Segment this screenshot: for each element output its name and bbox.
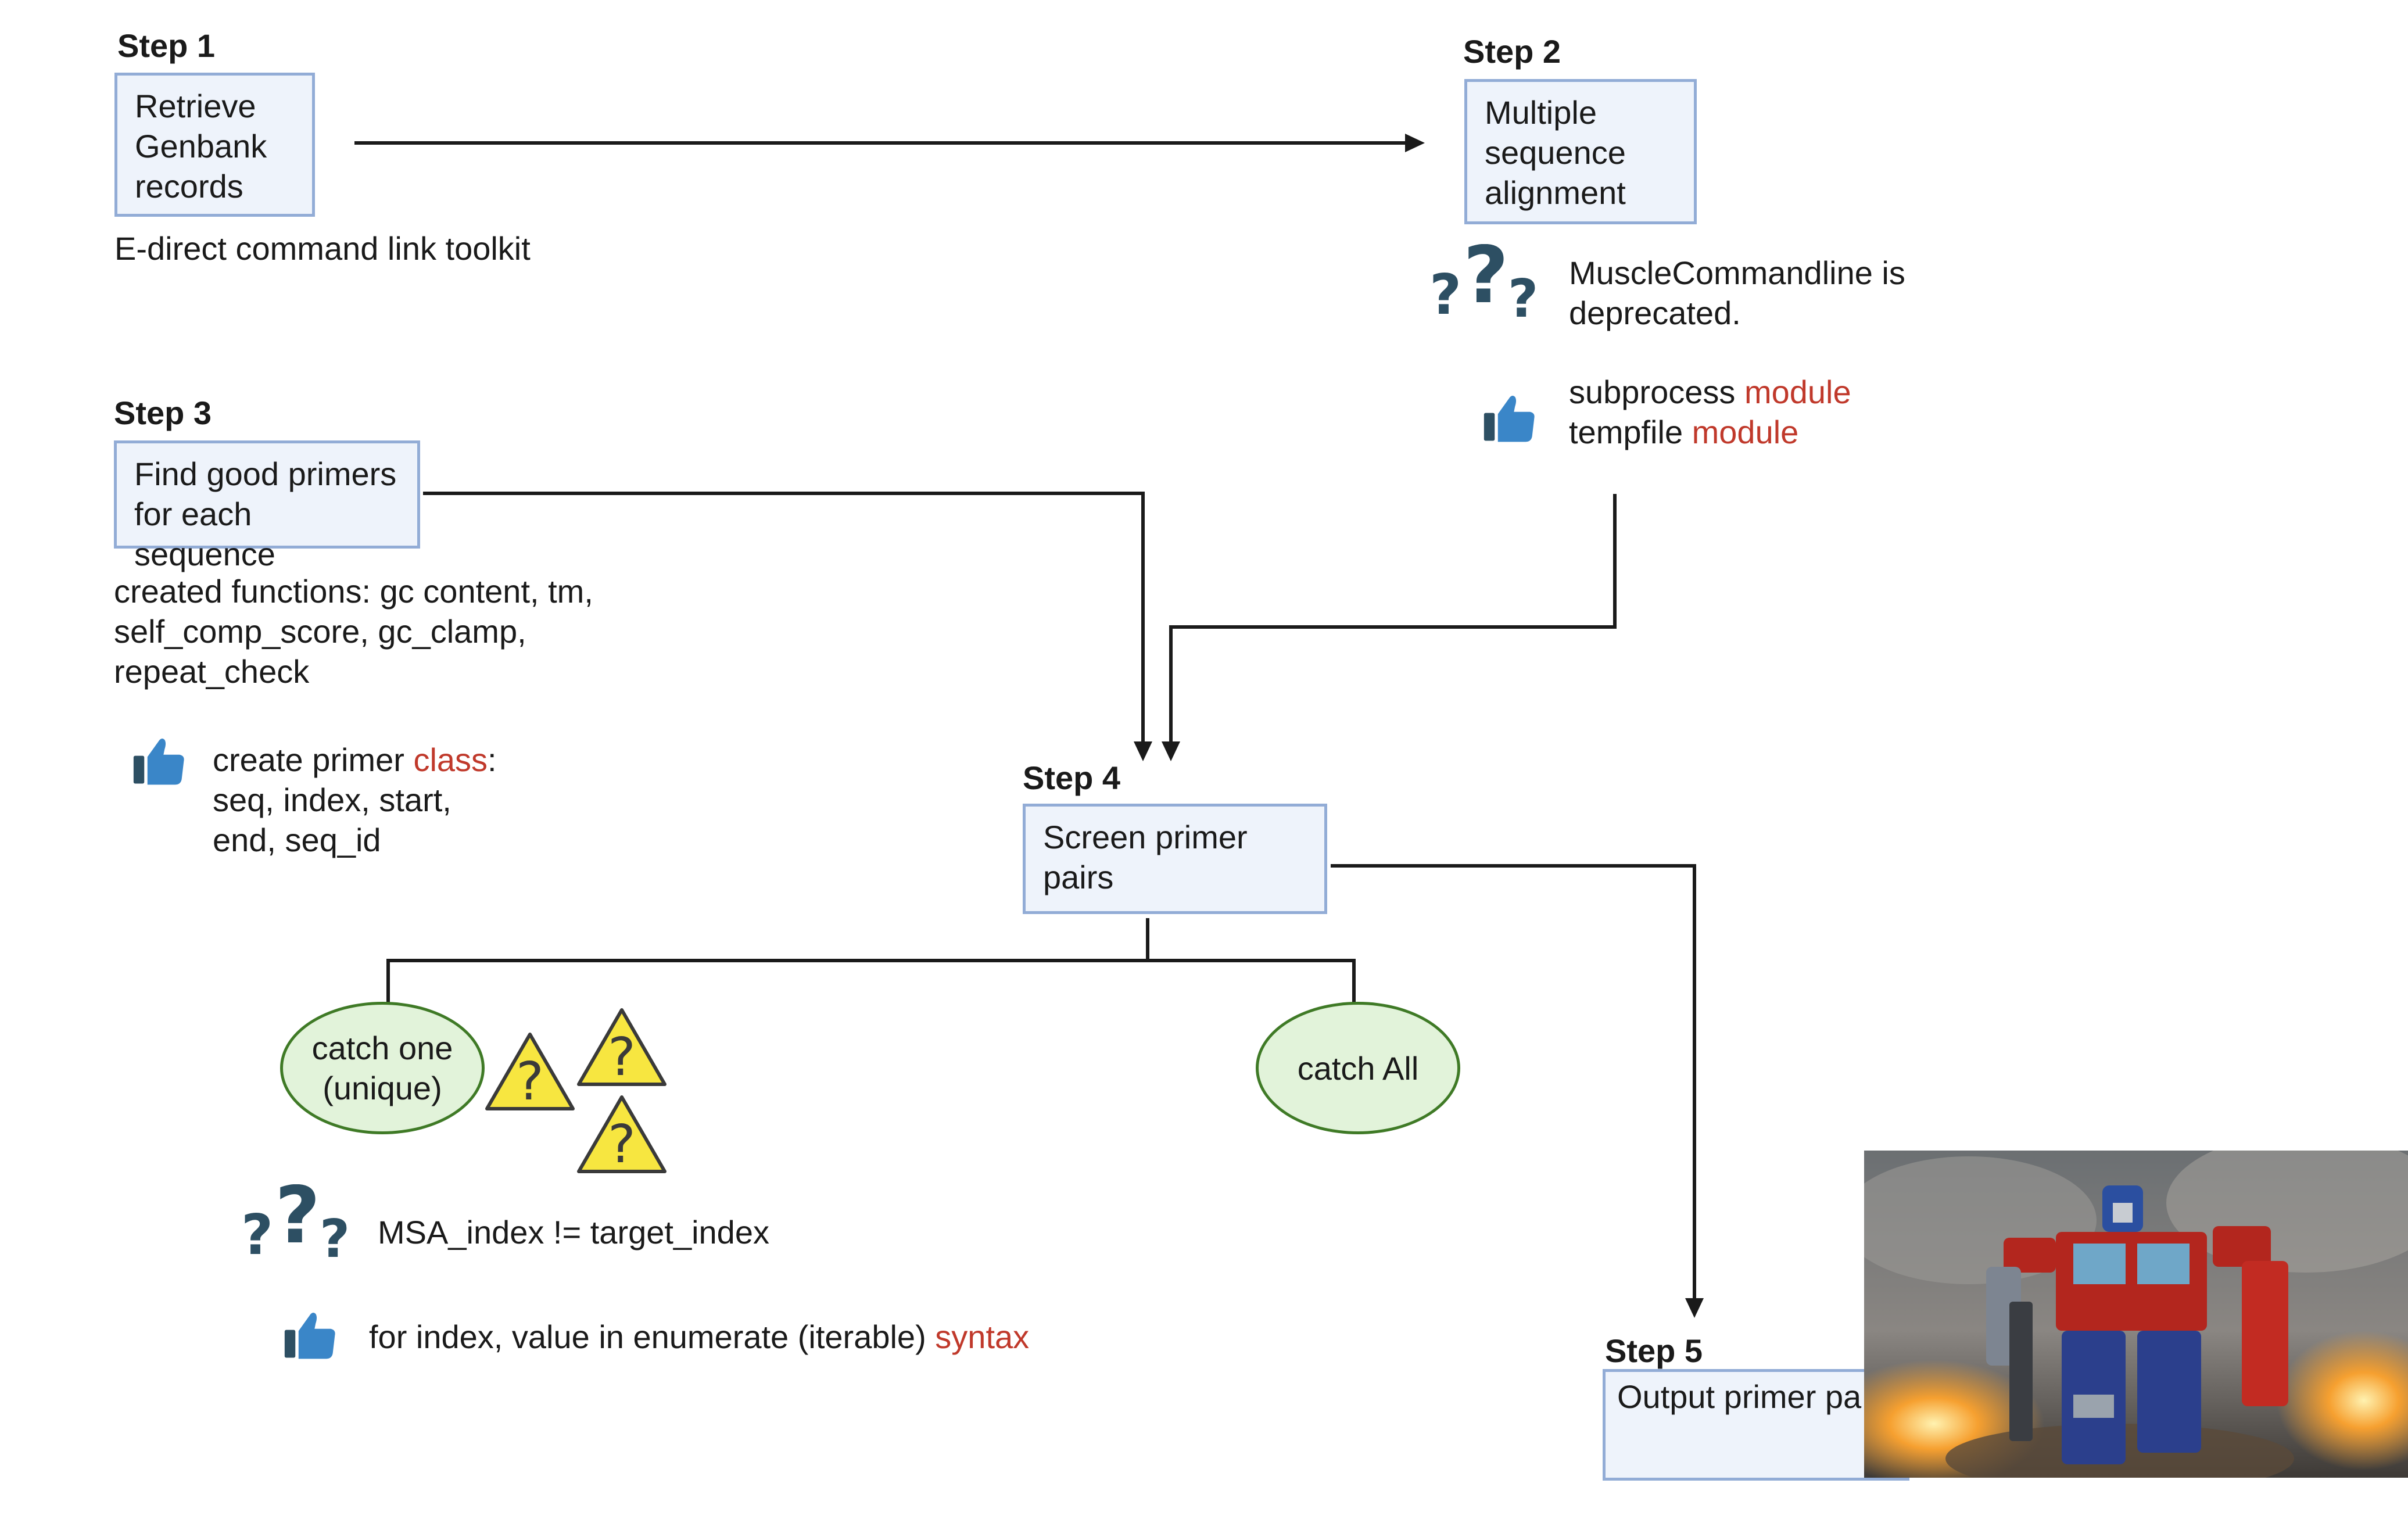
step3-box-line: Find good primers: [134, 456, 397, 492]
arrow-step2-step4: [1168, 494, 1617, 756]
step2-box-line: alignment: [1485, 174, 1626, 211]
enumerate-tip-text: for index, value in enumerate (iterable)…: [369, 1317, 1029, 1357]
arrow-step3-step4: [423, 492, 1146, 756]
step2-question-line: deprecated.: [1569, 295, 1741, 331]
arrowhead-step2: [1405, 134, 1425, 152]
svg-text:?: ?: [608, 1114, 636, 1175]
svg-text:?: ?: [516, 1051, 544, 1112]
step3-note-line: created functions: gc content, tm,: [114, 573, 593, 610]
arrowhead-step4-left: [1134, 741, 1152, 761]
step5-label: Step 5: [1605, 1332, 1703, 1369]
svg-text:?: ?: [1508, 268, 1538, 325]
step3-label: Step 3: [114, 395, 212, 431]
branch-to-catch-one: [386, 918, 1149, 1005]
arrowhead-step5: [1685, 1298, 1704, 1318]
step2-box-line: sequence: [1485, 134, 1626, 171]
tip-text: create primer: [213, 741, 414, 778]
step3-tip-text: create primer class: seq, index, start, …: [213, 740, 497, 860]
step3-note-line: self_comp_score, gc_clamp,: [114, 613, 526, 650]
catch-one-line: catch one: [311, 1030, 453, 1066]
step4-box-line: pairs: [1043, 859, 1114, 895]
step2-tip-text: subprocess module tempfile module: [1569, 372, 1851, 452]
branch-to-catch-all: [1148, 959, 1356, 1005]
step2-box[interactable]: Multiple sequence alignment: [1464, 79, 1697, 224]
step5-box[interactable]: Output primer pa: [1603, 1369, 1909, 1481]
step2-question-text: MuscleCommandline is deprecated.: [1569, 253, 1905, 333]
arrowheads: [1134, 134, 1704, 1318]
step1-box-line: records: [135, 168, 243, 205]
arrowhead-step4-right: [1162, 741, 1180, 761]
tip-text: for index, value in enumerate (iterable): [369, 1318, 936, 1355]
tip-highlight: class: [413, 741, 488, 778]
step4-box-line: Screen primer: [1043, 819, 1248, 855]
step2-tip-line1: subprocess module: [1569, 372, 1851, 412]
step1-label: Step 1: [117, 27, 216, 64]
thumbs-up-icon: [284, 1312, 335, 1359]
catch-one-oval[interactable]: catch one (unique): [280, 1002, 485, 1134]
question-marks-icon: ? ? ?: [241, 1184, 350, 1266]
svg-text:?: ?: [320, 1209, 350, 1266]
step3-note: created functions: gc content, tm, self_…: [114, 571, 593, 691]
svg-text:?: ?: [275, 1184, 320, 1261]
step4-label: Step 4: [1023, 759, 1121, 796]
robot-photo: [1864, 1151, 2408, 1478]
step3-box-line: for each sequence: [134, 496, 275, 572]
step3-tip-line3: end, seq_id: [213, 822, 381, 858]
warning-icon: ?: [577, 1008, 666, 1088]
step3-tip-line2: seq, index, start,: [213, 782, 451, 818]
svg-text:?: ?: [1463, 244, 1508, 321]
svg-text:?: ?: [608, 1027, 636, 1088]
tip-text: subprocess: [1569, 374, 1744, 410]
step3-box[interactable]: Find good primers for each sequence: [114, 440, 420, 572]
step2-tip-line2: tempfile module: [1569, 412, 1851, 452]
question-marks-icon: ? ? ?: [1429, 244, 1538, 325]
tip-highlight: module: [1692, 414, 1799, 450]
step1-box[interactable]: Retrieve Genbank records: [114, 73, 315, 217]
tip-text: :: [488, 741, 497, 778]
catch-all-label: catch All: [1297, 1049, 1419, 1087]
step2-box-line: Multiple: [1485, 94, 1597, 131]
svg-text:?: ?: [1429, 263, 1461, 325]
arrow-step4-step5: [1331, 864, 1697, 1313]
warning-icon: ?: [485, 1033, 575, 1112]
step1-box-line: Retrieve: [135, 88, 256, 124]
thumbs-up-icon: [1483, 395, 1535, 442]
tip-text: tempfile: [1569, 414, 1692, 450]
tip-highlight: module: [1744, 374, 1851, 410]
tip-highlight: syntax: [935, 1318, 1030, 1355]
step2-label: Step 2: [1463, 33, 1561, 70]
step1-note: E-direct command link toolkit: [114, 230, 531, 267]
step3-tip-line1: create primer class:: [213, 740, 497, 780]
step5-box-line: Output primer pa: [1617, 1378, 1862, 1415]
robot-illustration: [1864, 1151, 2408, 1478]
catch-all-oval[interactable]: catch All: [1256, 1002, 1460, 1134]
svg-text:?: ?: [241, 1203, 273, 1266]
catch-one-line: (unique): [322, 1070, 442, 1106]
step1-box-line: Genbank: [135, 128, 267, 164]
step2-question-line: MuscleCommandline is: [1569, 255, 1905, 291]
step3-note-line: repeat_check: [114, 653, 310, 690]
warning-icon: ?: [577, 1095, 666, 1175]
step4-box[interactable]: Screen primer pairs: [1023, 804, 1327, 914]
thumbs-up-icon: [133, 738, 184, 785]
msa-question-text: MSA_index != target_index: [378, 1214, 769, 1250]
